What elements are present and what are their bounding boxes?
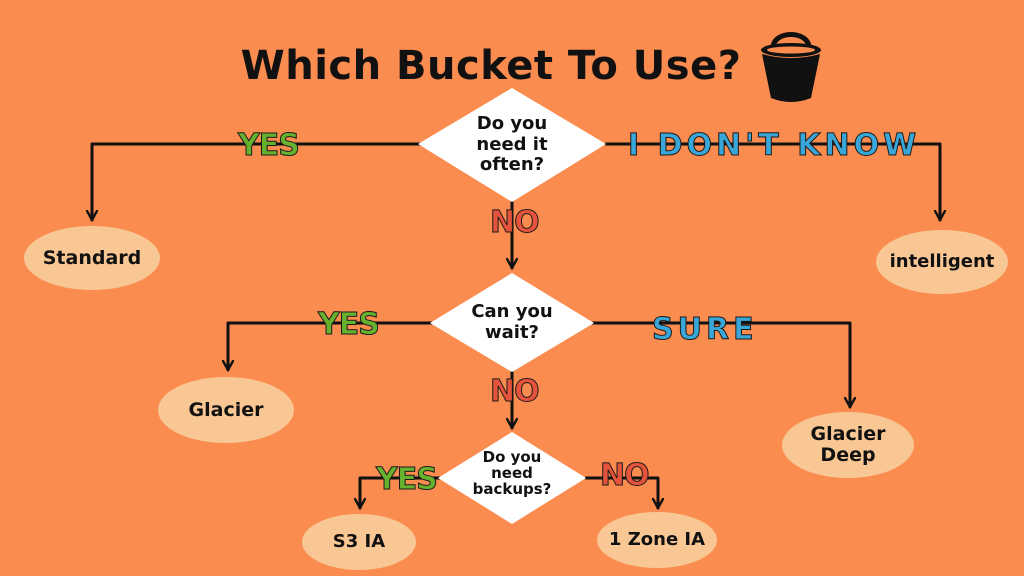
label-yes-3: YES	[376, 462, 439, 498]
outcome-glacier: Glacier	[158, 377, 294, 443]
label-no-2: NO	[490, 374, 541, 410]
connector-d1-yes	[92, 142, 422, 222]
label-no-1: NO	[490, 205, 541, 241]
decision-diamond-3	[438, 432, 586, 524]
label-no-3: NO	[600, 458, 651, 494]
outcome-glacier-deep-line: Glacier	[810, 423, 886, 446]
decision-1-line: need it	[476, 133, 548, 155]
decision-1-text: Do you need it often?	[452, 113, 572, 176]
label-sure: SURE	[652, 312, 758, 348]
decision-2-line: Can you	[471, 301, 553, 322]
outcome-1-zone-ia: 1 Zone IA	[597, 512, 717, 568]
outcome-standard: Standard	[24, 226, 160, 290]
decision-3-text: Do you need backups?	[457, 448, 567, 498]
label-yes-1: YES	[238, 128, 301, 164]
connector-d2-sure	[590, 321, 850, 409]
outcome-intelligent: intelligent	[876, 230, 1008, 294]
connector-d1-idk	[604, 142, 940, 222]
decision-diamond-2	[430, 273, 594, 372]
outcome-glacier-deep: Glacier Deep	[782, 412, 914, 478]
decision-diamond-1	[418, 88, 606, 202]
decision-2-line: wait?	[485, 321, 539, 343]
decision-3-line: need	[491, 463, 533, 482]
connector-d3-yes	[360, 476, 442, 510]
connector-d2-yes	[228, 321, 434, 372]
outcome-s3-ia: S3 IA	[302, 514, 416, 570]
decision-1-line: Do you	[476, 113, 548, 134]
outcome-glacier-deep-line: Deep	[820, 444, 876, 466]
connector-d3-no	[584, 476, 658, 510]
decision-3-line: backups?	[472, 479, 552, 498]
decision-2-text: Can you wait?	[452, 301, 572, 343]
decision-3-line: Do you	[482, 448, 542, 466]
label-yes-2: YES	[318, 307, 381, 343]
label-i-dont-know: I DON'T KNOW	[627, 128, 921, 164]
decision-1-line: often?	[479, 154, 545, 176]
